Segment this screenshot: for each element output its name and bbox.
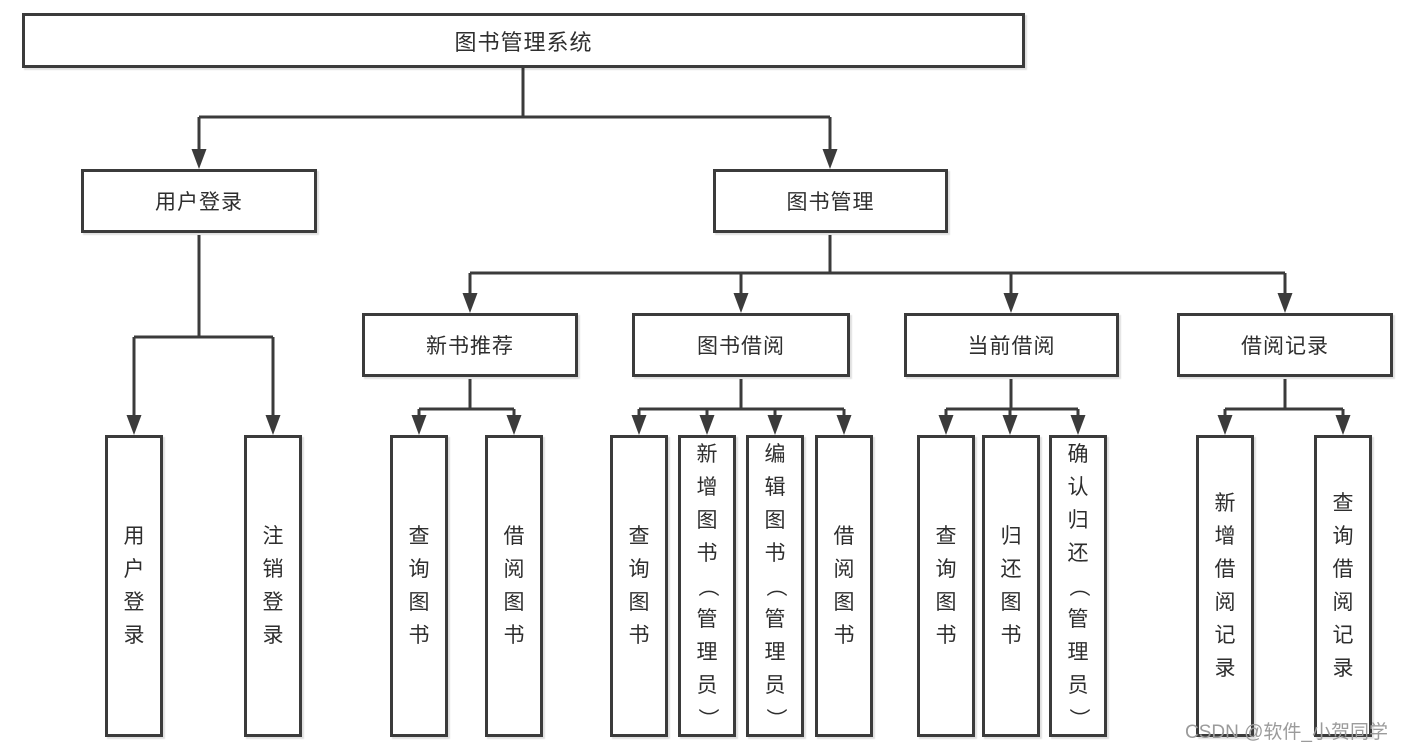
arrowhead — [733, 293, 749, 313]
node-leaf-borrow-book-borrow: 借阅图书 — [815, 435, 873, 737]
arrowhead — [1217, 415, 1233, 435]
connector-book-mgmt-children — [468, 235, 1287, 295]
node-leaf-user-login-label: 用户登录 — [123, 525, 145, 647]
node-leaf-confirm-return-label: 确认归还（管理员） — [1066, 442, 1090, 729]
arrowhead — [631, 415, 647, 435]
arrowhead — [1070, 415, 1086, 435]
node-leaf-borrow-book-borrow-label: 借阅图书 — [833, 525, 855, 647]
connector-current-borrow-children — [944, 379, 1080, 417]
node-borrow-record-label: 借阅记录 — [1241, 335, 1329, 358]
arrowhead — [1277, 293, 1293, 313]
node-leaf-query-record-label: 查询借阅记录 — [1332, 492, 1354, 680]
node-leaf-query-book-newbook-label: 查询图书 — [408, 525, 430, 647]
node-leaf-logout-label: 注销登录 — [262, 525, 284, 647]
arrowhead — [1003, 293, 1019, 313]
node-leaf-add-book-label: 新增图书（管理员） — [695, 442, 719, 729]
node-current-borrow-label: 当前借阅 — [967, 335, 1056, 358]
node-leaf-edit-book: 编辑图书（管理员） — [746, 435, 804, 737]
node-leaf-query-record: 查询借阅记录 — [1314, 435, 1372, 737]
arrowhead — [411, 415, 427, 435]
node-leaf-edit-book-label: 编辑图书（管理员） — [763, 442, 787, 729]
arrowhead — [938, 415, 954, 435]
node-new-book-label: 新书推荐 — [426, 335, 514, 358]
arrowhead — [1002, 415, 1018, 435]
node-leaf-return-book: 归还图书 — [982, 435, 1040, 737]
csdn-watermark: CSDN @软件_小贺同学 — [1185, 722, 1388, 743]
arrowhead — [836, 415, 852, 435]
node-root-label: 图书管理系统 — [454, 29, 593, 55]
node-book-mgmt-label: 图书管理 — [786, 191, 875, 214]
node-current-borrow: 当前借阅 — [904, 313, 1119, 377]
node-leaf-return-book-label: 归还图书 — [1000, 525, 1022, 647]
arrowhead — [822, 149, 838, 169]
arrowhead — [1335, 415, 1351, 435]
node-leaf-add-record: 新增借阅记录 — [1196, 435, 1254, 737]
node-leaf-query-book-current-label: 查询图书 — [935, 525, 957, 647]
node-leaf-query-book-newbook: 查询图书 — [390, 435, 448, 737]
node-new-book: 新书推荐 — [362, 313, 578, 377]
arrowhead — [126, 415, 142, 435]
node-root: 图书管理系统 — [22, 13, 1025, 68]
node-leaf-borrow-book-newbook-label: 借阅图书 — [503, 525, 525, 647]
arrowhead — [462, 293, 478, 313]
node-leaf-user-login: 用户登录 — [105, 435, 163, 737]
node-leaf-query-book-current: 查询图书 — [917, 435, 975, 737]
node-leaf-query-book-borrow-label: 查询图书 — [628, 525, 650, 647]
node-user-login-label: 用户登录 — [155, 191, 243, 214]
arrowhead — [265, 415, 281, 435]
node-leaf-confirm-return: 确认归还（管理员） — [1049, 435, 1107, 737]
node-user-login: 用户登录 — [81, 169, 317, 233]
node-leaf-add-book: 新增图书（管理员） — [678, 435, 736, 737]
connector-book-borrow-children — [637, 379, 846, 417]
node-leaf-borrow-book-newbook: 借阅图书 — [485, 435, 543, 737]
node-book-mgmt: 图书管理 — [713, 169, 948, 233]
node-book-borrow: 图书借阅 — [632, 313, 850, 377]
node-borrow-record: 借阅记录 — [1177, 313, 1393, 377]
node-leaf-query-book-borrow: 查询图书 — [610, 435, 668, 737]
connector-root-to-level2 — [197, 66, 832, 151]
arrowhead — [191, 149, 207, 169]
node-leaf-add-record-label: 新增借阅记录 — [1214, 492, 1236, 680]
node-book-borrow-label: 图书借阅 — [697, 335, 785, 358]
arrowhead — [767, 415, 783, 435]
node-leaf-logout: 注销登录 — [244, 435, 302, 737]
arrowhead — [699, 415, 715, 435]
connector-borrow-record-children — [1223, 379, 1345, 417]
connector-new-book-children — [417, 379, 516, 417]
arrowhead — [506, 415, 522, 435]
connector-user-login-children — [132, 235, 275, 417]
